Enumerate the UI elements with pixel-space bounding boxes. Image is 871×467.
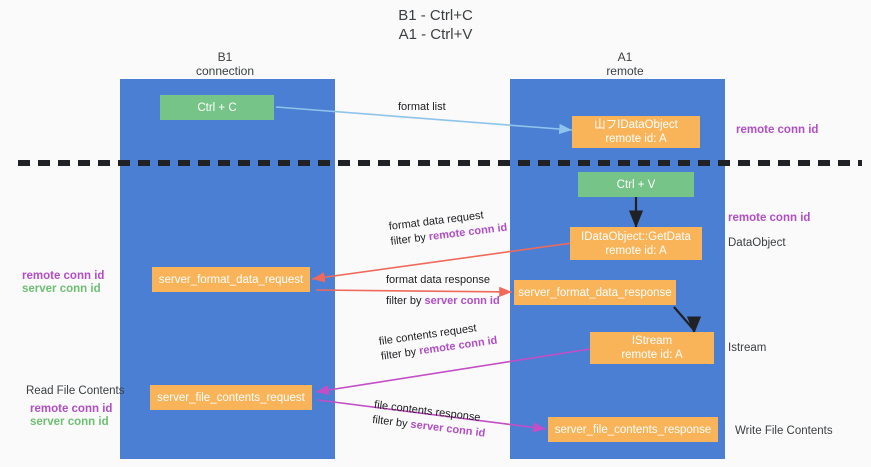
filter-key-server-conn-id: server conn id — [424, 295, 500, 307]
left-label-remote-conn-id-2: remote conn id — [30, 403, 113, 415]
node-idataobject[interactable]: 山フIDataObject remote id: A — [572, 116, 700, 148]
edge-label-format-data-response-text: format data response — [386, 274, 490, 286]
column-header-b1-name: B1 — [217, 50, 233, 64]
edge-label-format-data-request: format data request filter by remote con… — [388, 206, 508, 250]
column-header-a1-name: A1 — [617, 50, 633, 64]
page-title: B1 - Ctrl+C A1 - Ctrl+V — [0, 6, 871, 44]
right-label-istream: Istream — [728, 342, 767, 354]
edge-label-format-data-response-filter: filter by server conn id — [386, 294, 500, 309]
node-istream-line2: remote id: A — [621, 349, 683, 361]
left-label-server-conn-id: server conn id — [22, 283, 101, 295]
node-server-format-data-response[interactable]: server_format_data_response — [514, 280, 676, 305]
node-server-file-contents-response[interactable]: server_file_contents_response — [548, 417, 718, 442]
node-ctrl-v[interactable]: Ctrl + V — [578, 172, 694, 197]
node-server-file-contents-request[interactable]: server_file_contents_request — [150, 385, 312, 410]
node-ctrl-c-label: Ctrl + C — [197, 101, 237, 114]
node-getdata-line2: remote id: A — [605, 244, 667, 257]
node-server-file-contents-request-label: server_file_contents_request — [157, 391, 305, 404]
node-idataobject-line2: remote id: A — [605, 133, 667, 145]
column-header-b1-role: connection — [195, 64, 255, 78]
edge-label-format-list: format list — [398, 101, 446, 113]
title-line-2: A1 - Ctrl+V — [398, 26, 473, 43]
node-istream[interactable]: IStream remote id: A — [590, 332, 714, 364]
left-label-server-conn-id-2: server conn id — [30, 416, 109, 428]
node-idataobject-getdata[interactable]: IDataObject::GetData remote id: A — [570, 227, 702, 260]
right-label-remote-conn-id-mid: remote conn id — [728, 212, 811, 224]
column-header-a1-role: remote — [606, 64, 644, 78]
node-ctrl-v-label: Ctrl + V — [616, 178, 656, 191]
node-server-file-contents-response-label: server_file_contents_response — [554, 423, 712, 436]
node-server-format-data-response-label: server_format_data_response — [518, 286, 672, 299]
left-label-remote-conn-id: remote conn id — [22, 270, 105, 282]
column-header-b1: B1 connection — [145, 50, 305, 78]
node-istream-line1: IStream — [631, 335, 673, 347]
right-label-write-file-contents: Write File Contents — [735, 425, 833, 437]
filter-prefix-4: filter by — [371, 413, 412, 431]
node-getdata-line1: IDataObject::GetData — [581, 230, 691, 243]
edge-label-file-contents-response: file contents response filter by server … — [371, 398, 488, 442]
edge-label-file-contents-request: file contents request filter by remote c… — [378, 319, 498, 365]
node-server-format-data-request-label: server_format_data_request — [158, 273, 304, 286]
right-label-dataobject: DataObject — [728, 237, 786, 249]
edge-label-format-data-response: format data response filter by server co… — [386, 273, 500, 309]
title-line-1: B1 - Ctrl+C — [398, 7, 473, 24]
node-ctrl-c[interactable]: Ctrl + C — [160, 95, 274, 120]
node-idataobject-line1: 山フIDataObject — [594, 119, 678, 131]
node-server-format-data-request[interactable]: server_format_data_request — [152, 267, 310, 292]
filter-prefix: filter by — [389, 231, 430, 248]
column-header-a1: A1 remote — [545, 50, 705, 78]
left-label-read-file-contents: Read File Contents — [26, 385, 125, 397]
filter-prefix-2: filter by — [386, 295, 425, 307]
right-label-remote-conn-id-top: remote conn id — [736, 124, 819, 136]
filter-prefix-3: filter by — [380, 345, 421, 363]
